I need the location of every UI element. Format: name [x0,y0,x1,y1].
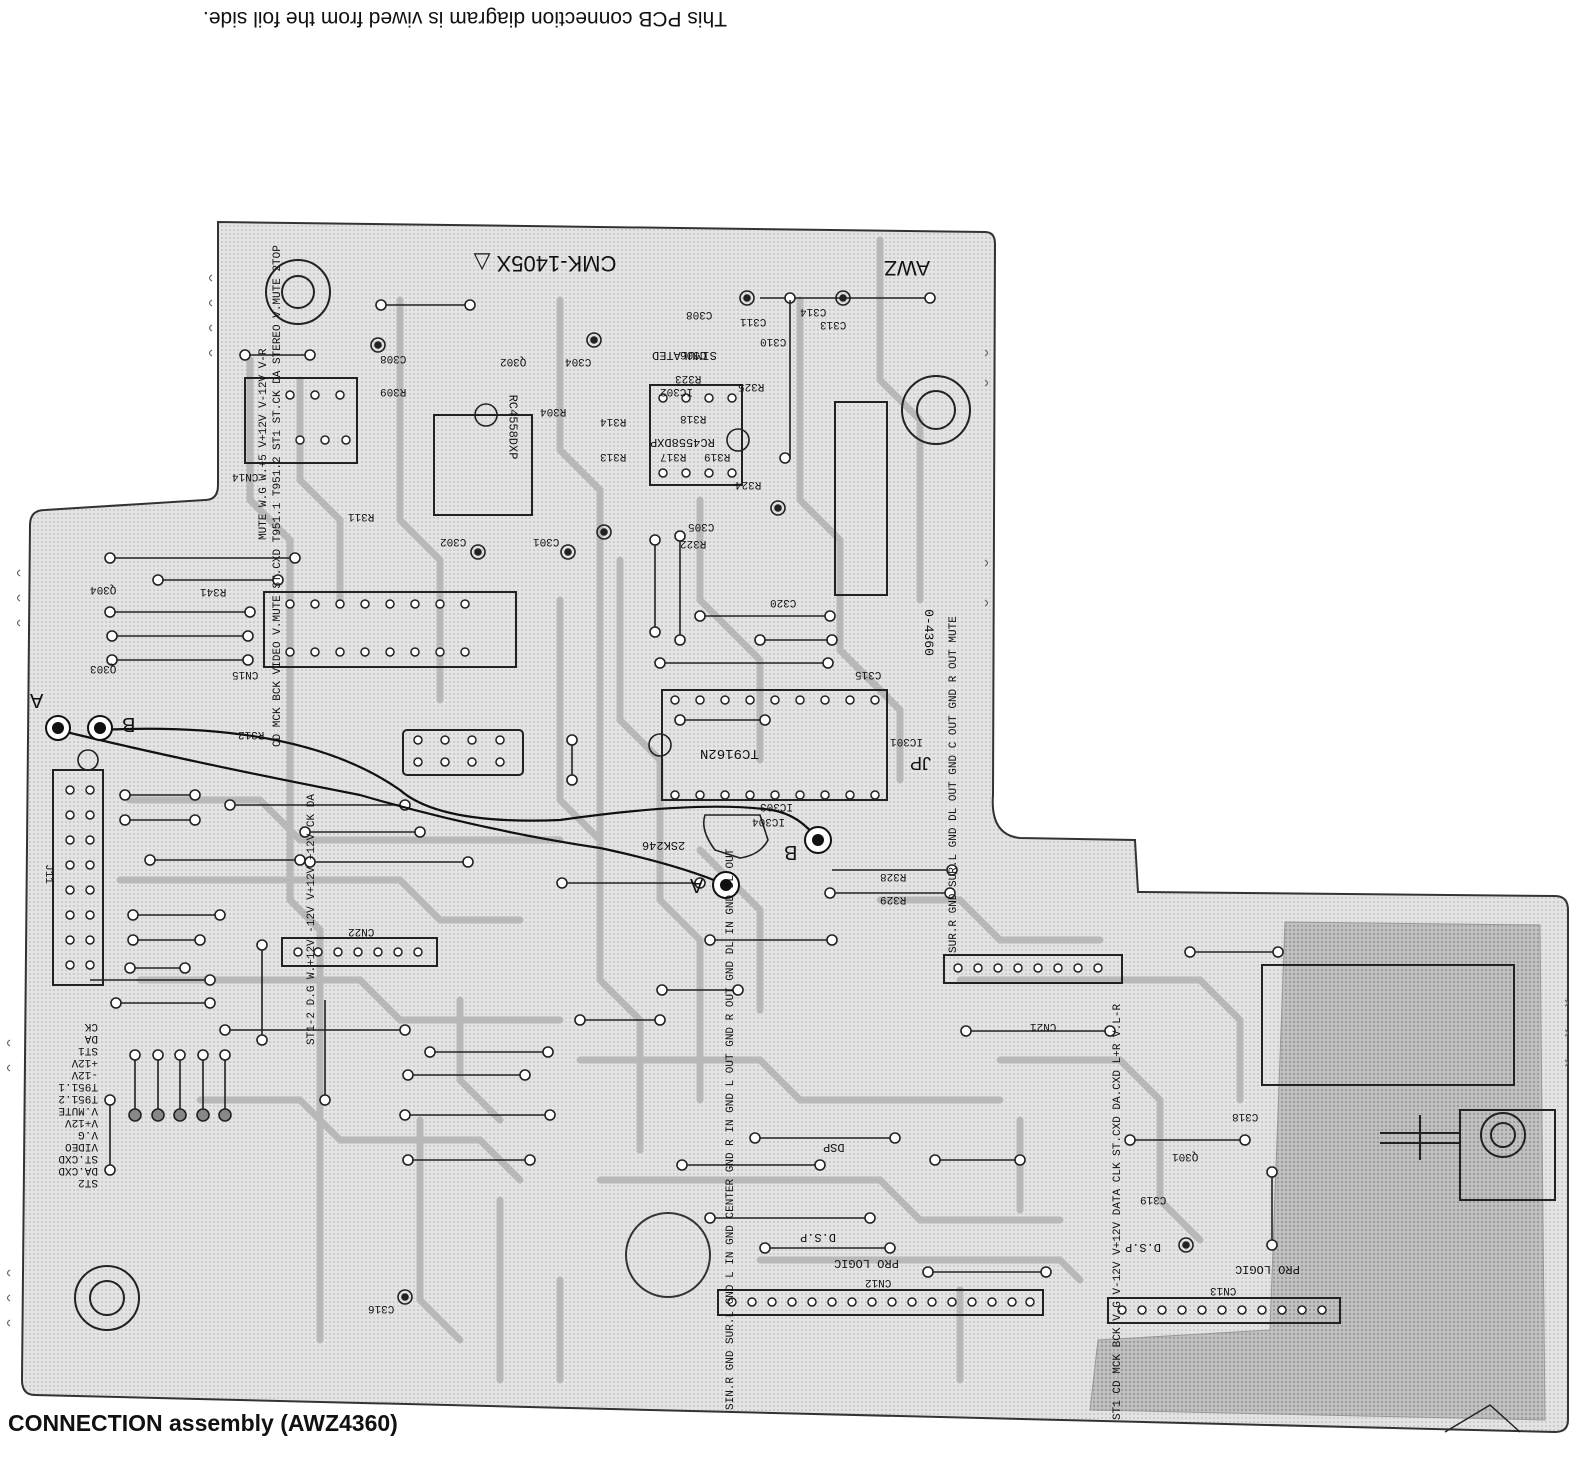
cn14-label: CN14 [232,470,259,482]
ref-c318: C319 [1140,1193,1167,1205]
j11-label: J11 [41,864,54,884]
test-point-a-label: A [30,689,44,711]
ref-c310: C310 [760,335,787,347]
ref-c311: C311 [740,315,767,327]
cn21-label: CN21 [1030,1020,1057,1032]
cn22-label: CN22 [348,925,375,937]
pro-logic-label: PRO LOGIC [834,1256,899,1270]
ref-r328: R329 [880,893,907,905]
board-part-number: CMK-1405X △ [473,251,617,276]
ref-q303: Q304 [90,583,117,595]
ref-q301: Q302 [500,355,527,367]
cn22-pins: ST1-2 D.G W.+12V -12V V+12V +12V CK DA [306,794,318,1045]
edge-notches [6,274,1569,1327]
shield-block [1261,964,1515,1086]
ref-c308b: C308 [686,308,713,320]
ref-r319: R319 [704,450,731,462]
cn13-label: CN13 [1210,1284,1237,1296]
cn13-pins: ST1 CD MCK BCK V.G V-12V V+12V DATA CLK … [1112,1003,1124,1420]
assembly-title: CONNECTION assembly (AWZ4360) [8,1410,398,1436]
solder-pads [65,390,1327,1315]
cn15-pins: CD MCK BCK VIDEO V.MUTE ST.CXD T951.1 T9… [272,245,284,747]
ref-r312: R312 [238,728,265,740]
pro-logic-label-2: PRO LOGIC [1235,1262,1300,1276]
test-point-wires [57,727,819,887]
ref-ic301: IC301 [890,735,924,747]
ref-q304: IC304 [752,815,786,827]
header-note: This PCB connection diagram is viwed fro… [202,7,728,30]
test-point-b-label: B [122,713,136,735]
ic-rc4558-label-2: RC4558DXP [505,394,520,460]
ic-tc9162n-label: TC9162N [700,745,759,761]
test-point-a2-label: A [690,874,704,896]
ref-c304: C304 [565,355,592,367]
ref-r358: R341 [200,585,227,597]
board-id: AWZ [884,256,930,279]
ground-plane [1089,921,1546,1421]
jumper-wires [90,292,1284,1278]
ref-c301: C301 [533,535,560,547]
capacitors [77,290,1194,1305]
ic-rc4558-label: RC4558DXP [650,435,715,449]
ref-c308: C308 [380,352,407,364]
ref-ic303: IC303 [760,800,794,812]
ref-r313: R313 [600,450,627,462]
ref-r322: R323 [675,372,702,384]
ref-r309: R309 [380,385,407,397]
transistor-label: 2SK246 [642,838,686,852]
ref-c320: C320 [770,596,797,608]
test-points [45,715,832,899]
cn12-pins: SIN.R GND SUR.L GND L IN GND CENTER GND … [725,848,737,1410]
ref-c314: C315 [855,668,882,680]
ref-r304: R304 [540,405,567,417]
ref-c302: C302 [440,535,467,547]
ref-c313: C314 [800,305,827,317]
ref-c306: C306 [680,348,707,360]
ref-c317: C318 [1232,1110,1259,1122]
ref-q302: Q303 [90,662,117,674]
dsp-label: DSP [823,1140,845,1154]
ref-main-label: 0-4360 [920,609,936,656]
ref-r318: R318 [680,412,707,424]
ref-r323: R324 [735,478,762,490]
mounting-holes [74,259,1526,1331]
ref-r321: R322 [680,537,707,549]
ref-c305: C305 [688,520,715,532]
jumper-jp-label: JP [910,753,932,773]
ref-c312: C313 [820,318,847,330]
corner-mark [1444,1404,1521,1433]
cn12-label: CN12 [865,1276,892,1288]
ref-c315: C316 [368,1302,395,1314]
dsp-sel-label: D.S.P [800,1230,837,1244]
component-outlines [52,377,1556,1324]
cn21-pins: SUR.R GND SUR.L GND DL OUT GND C OUT GND… [948,616,960,953]
transistor-2sk246 [702,814,769,859]
ref-r317: R317 [660,450,687,462]
ref-r311: R311 [348,510,375,522]
cn15-label: CN15 [232,668,259,680]
ref-ic302: IC302 [660,385,694,397]
dsp-sel-label-2: D.S.P [1125,1240,1162,1254]
ref-r314: R314 [600,415,627,427]
test-point-b2-label: B [784,841,798,863]
ref-r341: Q301 [1172,1150,1199,1162]
ref-r327: R328 [880,870,907,882]
ref-r324: R325 [738,380,765,392]
